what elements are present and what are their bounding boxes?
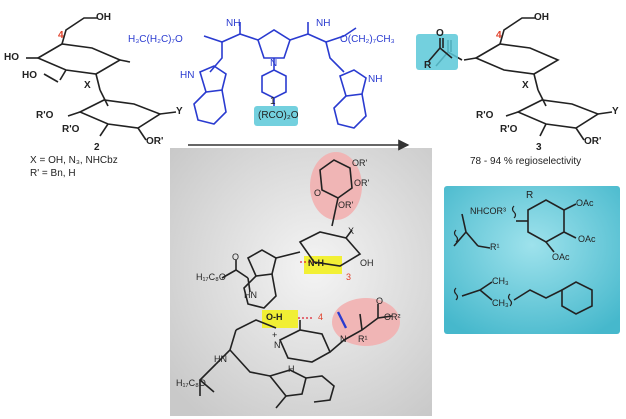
cat-ring-n: N [270,58,278,69]
ts-or-3: OR' [338,200,354,210]
ts-position-4: 4 [318,312,324,322]
c2-ro-left: R'O [36,110,54,121]
cat-reagent: (RCO)₂O [258,110,299,121]
rg-ch3-2: CH₃ [492,298,509,308]
c3-acyl-o: O [436,28,444,39]
wavy-mark-1 [453,229,459,243]
wavy-mark-2 [511,205,517,219]
catalyst-drawing [193,22,367,129]
c2-number: 2 [94,142,100,153]
c3-ro-left: R'O [476,110,494,121]
c2-ho-mid: HO [22,70,37,81]
transition-state-panel [170,148,432,416]
ts-x: X [348,226,355,236]
cat-nh-indole: NH [368,74,383,85]
c3-oh-top: OH [534,12,549,23]
ts-nh-bottom: H [288,364,295,374]
compound-2-drawing [26,17,177,141]
rg-oac3: OAc [552,252,570,262]
ts-hn-bottom: HN [214,354,227,364]
wavy-mark-3 [453,287,459,301]
ts-acyl-n: N [340,334,347,344]
rg-r1: R¹ [490,242,500,252]
c3-ro-mid: R'O [500,124,518,135]
c3-x: X [522,80,529,91]
ts-plus: + [272,330,278,340]
c3-number: 3 [536,142,542,153]
rg-ch3-1: CH₃ [492,276,509,286]
acyl-transfer-bond [336,311,348,329]
rg-oac2: OAc [578,234,596,244]
ts-hn-top: HN [244,290,257,300]
ts-nh-hbond: N-H [308,258,324,268]
c3-or-bottom: OR' [584,136,602,147]
c2-ho-top: HO [4,52,19,63]
compound-3-drawing [435,17,613,141]
c2-position-4: 4 [58,30,64,41]
c2-or-bottom: OR' [146,136,164,147]
c3-selectivity: 78 - 94 % regioselectivity [470,156,582,167]
cat-nh-right: NH [316,18,331,29]
ts-o-ring: O [314,188,322,198]
ts-o-ester: O [232,252,240,262]
pink-ring-acyl [332,298,400,346]
cat-nh-left: NH [226,18,241,29]
cat-ester-left: H₃C(H₂C)₇O [128,34,183,45]
reagent-highlight [254,106,298,126]
cat-ester-right: O(CH₂)₇CH₃ [340,34,395,45]
ts-acyl-or2: OR² [384,312,401,322]
pink-ring-top [310,152,362,220]
ts-oh-right: OH [360,258,374,268]
c2-y: Y [176,106,183,117]
c3-y: Y [612,106,619,117]
c3-acyl-r: R [424,60,432,71]
rg-oac1: OAc [576,198,594,208]
ts-acyl-r1: R¹ [358,334,368,344]
transition-state-drawing [198,159,393,409]
c2-ro-mid: R'O [62,124,80,135]
ts-position-3: 3 [346,272,352,282]
ts-or-1: OR' [352,158,368,168]
c2-legend-r: R' = Bn, H [30,168,76,179]
r-groups-drawing [453,199,593,315]
ts-acyl-o2: O [376,296,384,306]
ts-h17-bottom: H₁₇C₈O [176,378,206,388]
ts-h17-top: H₁₇C₈O [196,272,226,282]
cat-hn-left: HN [180,70,195,81]
c3-position-4: 4 [496,30,502,41]
ts-oh-hbond: O-H [266,312,283,322]
c2-legend-x: X = OH, N₃, NHCbz [30,155,118,166]
ts-n-plus: N [274,340,281,350]
cat-number: 1 [270,96,276,107]
ts-or-2: OR' [354,178,370,188]
hbond-yellow-2 [262,310,298,328]
rg-nhcor: NHCOR³ [470,206,506,216]
c2-oh-top: OH [96,12,111,23]
wavy-mark-4 [507,293,513,307]
rg-header: R [526,190,534,201]
c2-x: X [84,80,91,91]
